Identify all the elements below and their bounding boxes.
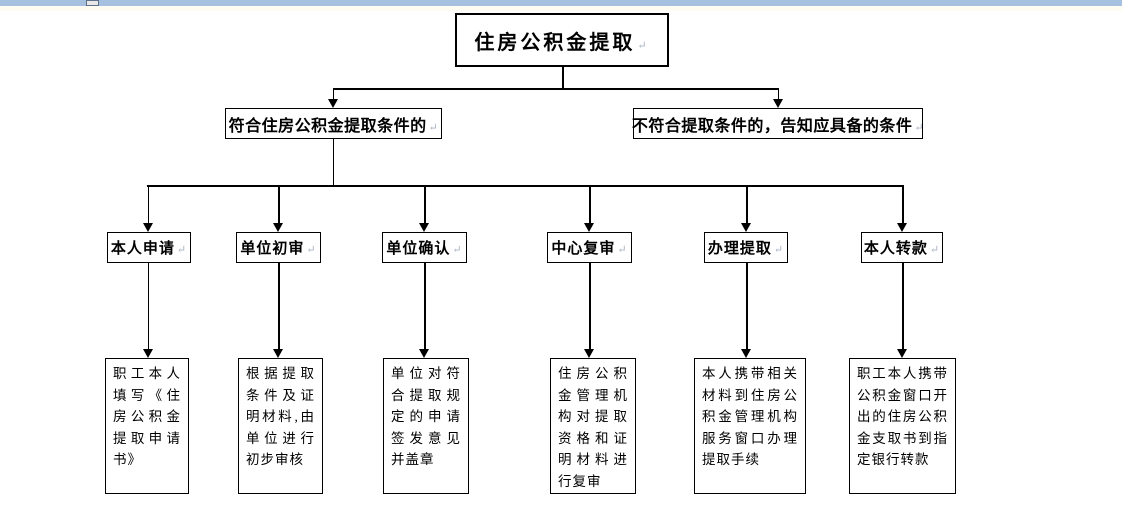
node-step-handle-withdrawal[interactable]: 办理提取↵: [704, 232, 788, 263]
step-label: 本人申请: [110, 241, 175, 257]
node-detail-apply[interactable]: 职工本人填写《住房公积金提取申请书》: [105, 358, 189, 494]
window-top-strip: [0, 0, 1122, 6]
connector-line: [424, 185, 426, 223]
step-label: 单位初审: [240, 241, 305, 257]
detail-text: 根据提取条件及证明材料,由单位进行初步审核: [246, 366, 315, 467]
arrow-down-icon: [327, 99, 338, 108]
arrow-down-icon: [897, 223, 907, 232]
node-not-eligible-label: 不符合提取条件的，告知应具备的条件: [631, 117, 913, 135]
connector-line: [147, 185, 903, 187]
node-step-center-review[interactable]: 中心复审↵: [547, 232, 632, 263]
node-step-apply[interactable]: 本人申请↵: [107, 232, 191, 263]
arrow-down-icon: [772, 99, 783, 108]
return-mark-icon: ↵: [452, 244, 463, 256]
arrow-down-icon: [741, 223, 751, 232]
return-mark-icon: ↵: [914, 121, 925, 134]
node-step-unit-confirm[interactable]: 单位确认↵: [382, 232, 467, 263]
connector-line: [278, 263, 280, 349]
arrow-down-icon: [273, 223, 283, 232]
scrollbar-thumb[interactable]: [86, 0, 99, 6]
connector-line: [746, 263, 748, 349]
node-detail-transfer[interactable]: 职工本人携带公积金窗口开出的住房公积金支取书到指定银行转款: [849, 358, 956, 494]
arrow-down-icon: [741, 349, 751, 358]
step-label: 本人转款: [863, 241, 928, 257]
node-detail-handle-withdrawal[interactable]: 本人携带相关材料到住房公积金管理机构服务窗口办理提取手续: [694, 358, 806, 494]
detail-text: 职工本人携带公积金窗口开出的住房公积金支取书到指定银行转款: [857, 366, 948, 467]
arrow-down-icon: [584, 223, 594, 232]
return-mark-icon: ↵: [773, 244, 785, 256]
node-title[interactable]: 住房公积金提取↵: [455, 13, 669, 67]
detail-text: 单位对符合提取规定的申请签发意见并盖章: [391, 366, 461, 467]
connector-line: [332, 88, 334, 100]
connector-line: [424, 263, 426, 349]
connector-line: [777, 88, 779, 100]
node-title-label: 住房公积金提取: [474, 31, 636, 54]
return-mark-icon: ↵: [306, 244, 317, 256]
arrow-down-icon: [419, 223, 429, 232]
return-mark-icon: ↵: [617, 244, 628, 256]
node-step-unit-initial-review[interactable]: 单位初审↵: [236, 232, 321, 263]
connector-line: [589, 263, 591, 349]
arrow-down-icon: [419, 349, 429, 358]
arrow-down-icon: [897, 349, 907, 358]
return-mark-icon: ↵: [176, 244, 188, 256]
page-edge-band: [0, 6, 1122, 11]
return-mark-icon: ↵: [929, 244, 941, 256]
arrow-down-icon: [273, 349, 283, 358]
connector-line: [278, 185, 280, 223]
connector-line: [746, 185, 748, 223]
connector-line: [332, 139, 334, 185]
connector-line: [333, 88, 779, 90]
node-not-eligible[interactable]: 不符合提取条件的，告知应具备的条件↵: [631, 108, 925, 139]
arrow-down-icon: [142, 223, 153, 232]
arrow-down-icon: [584, 349, 594, 358]
detail-text: 职工本人填写《住房公积金提取申请书》: [113, 366, 181, 467]
return-mark-icon: ↵: [637, 39, 650, 52]
arrow-down-icon: [142, 349, 153, 358]
node-detail-unit-confirm[interactable]: 单位对符合提取规定的申请签发意见并盖章: [383, 358, 469, 494]
step-label: 单位确认: [386, 241, 451, 257]
return-mark-icon: ↵: [428, 121, 439, 134]
connector-line: [902, 185, 904, 223]
step-label: 办理提取: [707, 241, 772, 257]
connector-line: [562, 67, 564, 88]
connector-line: [147, 263, 149, 349]
node-detail-center-review[interactable]: 住房公积金管理机构对提取资格和证明材料进行复审: [550, 358, 636, 494]
step-label: 中心复审: [551, 241, 616, 257]
node-step-transfer[interactable]: 本人转款↵: [861, 232, 943, 263]
connector-line: [589, 185, 591, 223]
node-eligible[interactable]: 符合住房公积金提取条件的↵: [225, 108, 442, 139]
connector-line: [902, 263, 904, 349]
connector-line: [147, 185, 149, 223]
detail-text: 本人携带相关材料到住房公积金管理机构服务窗口办理提取手续: [702, 366, 798, 467]
node-detail-unit-initial-review[interactable]: 根据提取条件及证明材料,由单位进行初步审核: [238, 358, 323, 494]
node-eligible-label: 符合住房公积金提取条件的: [228, 117, 427, 135]
detail-text: 住房公积金管理机构对提取资格和证明材料进行复审: [558, 366, 628, 489]
